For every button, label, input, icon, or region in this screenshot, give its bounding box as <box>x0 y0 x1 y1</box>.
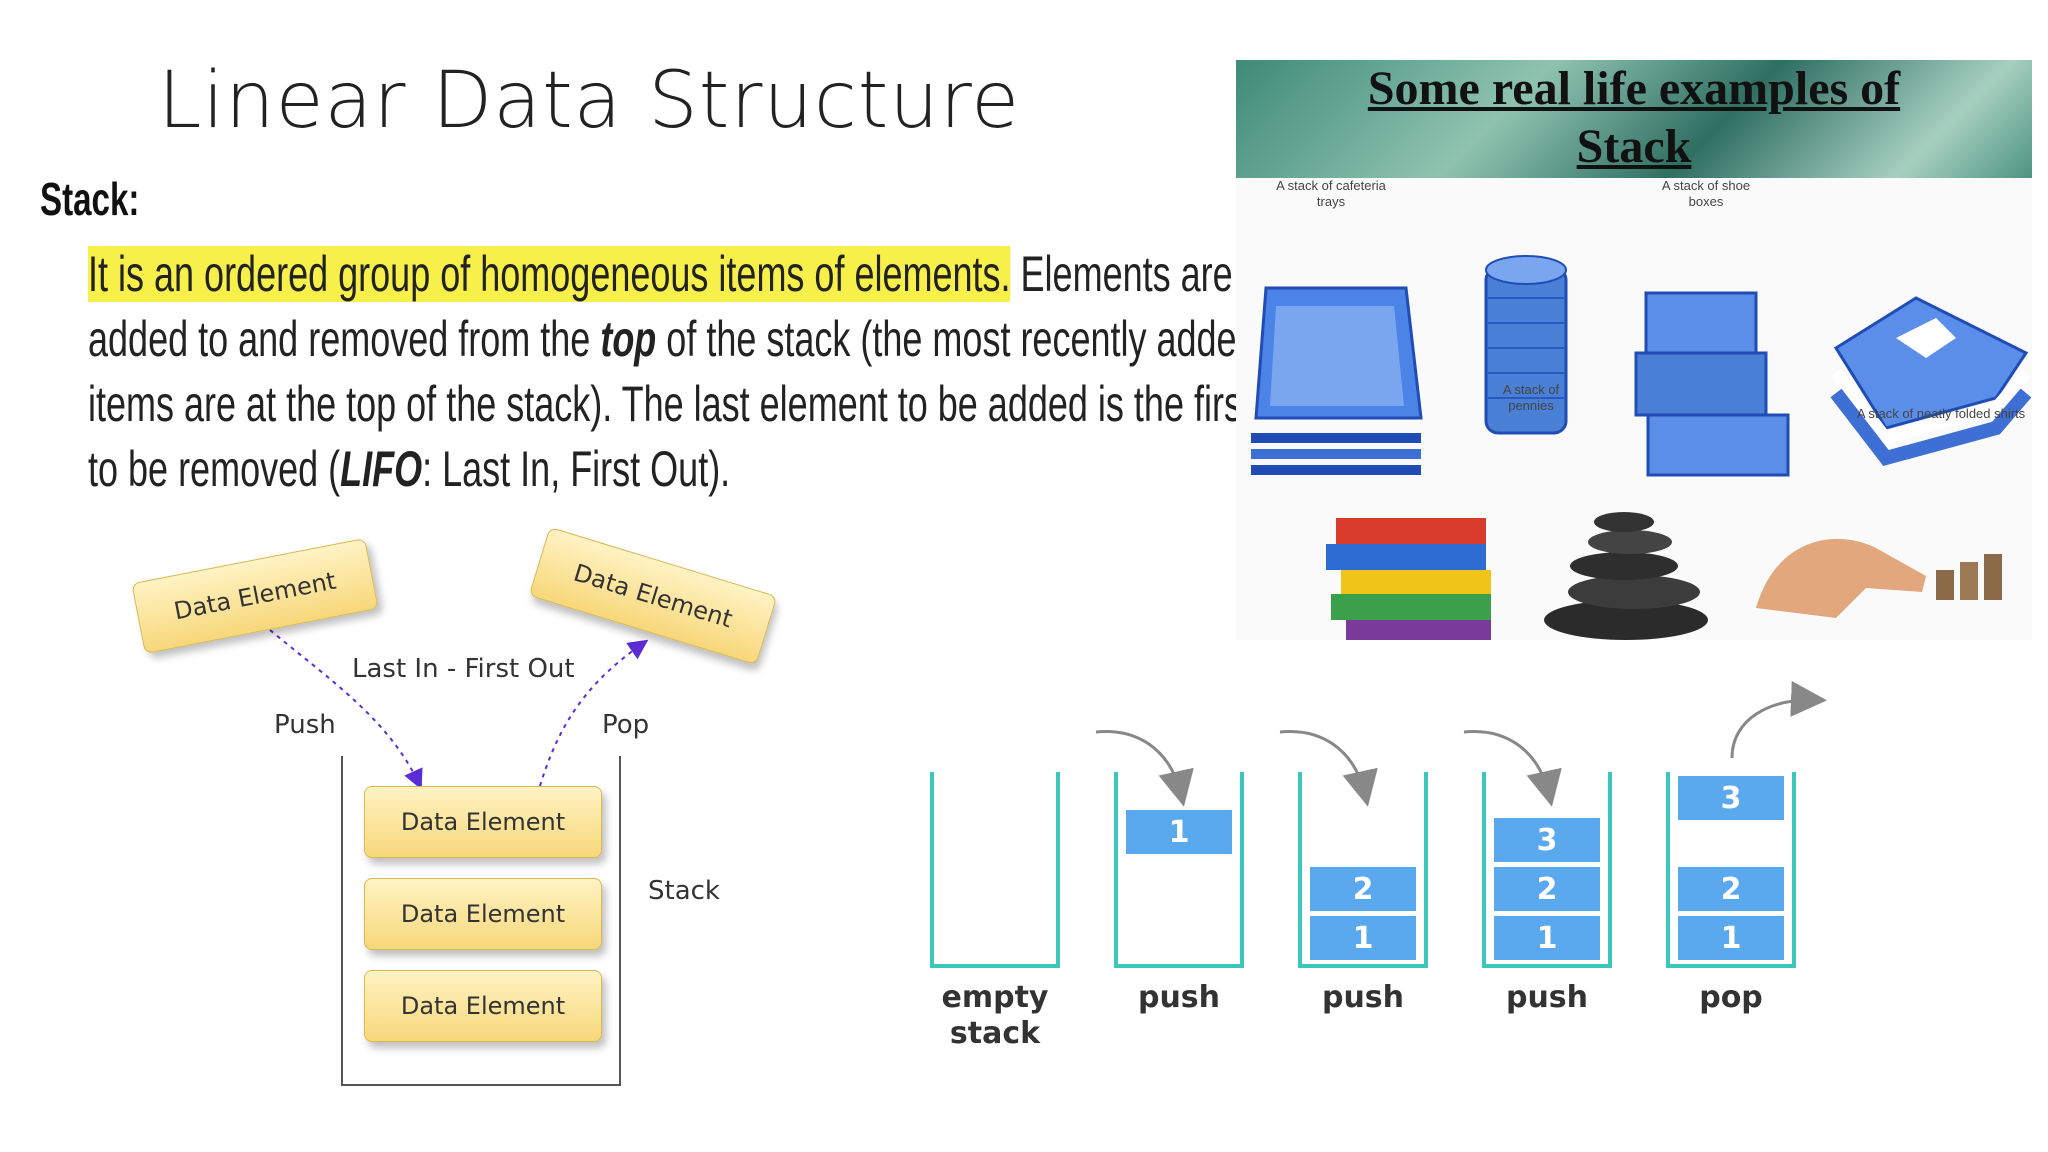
stack-container <box>1114 772 1244 968</box>
shirts-illustration <box>1830 296 2032 466</box>
stack-container <box>1482 772 1612 968</box>
step-label: push <box>1482 980 1612 1016</box>
trays-illustration <box>1251 286 1423 475</box>
lifo-stack-container <box>341 756 621 1086</box>
definition-text-2: of the stack (the most recently added it… <box>88 311 1257 497</box>
step-label: push <box>1298 980 1428 1016</box>
stack-item-label: 1 <box>1537 921 1558 956</box>
stones-photo <box>1544 512 1708 640</box>
push-arrow <box>1095 730 1194 807</box>
definition-text-1: Elements are added to and removed from t… <box>88 246 1233 367</box>
stack-step-4: 1 2 3 <box>1666 680 1827 968</box>
caption-shirts: A stack of neatly folded shirts <box>1856 406 2026 421</box>
definition-bold-lifo: LIFO <box>340 441 423 497</box>
stack-step-0 <box>930 772 1060 968</box>
slide-title: Linear Data Structure <box>158 56 1021 146</box>
lifo-caption: Last In - First Out <box>352 654 575 684</box>
push-label: Push <box>274 710 336 740</box>
stack-container <box>1298 772 1428 968</box>
coins-photo <box>1756 538 2002 618</box>
lifo-lines <box>269 629 649 1086</box>
stack-item <box>1310 867 1416 911</box>
stack-item-label: 2 <box>1537 872 1558 907</box>
definition-text-3: : Last In, First Out). <box>422 441 731 497</box>
stack-definition: It is an ordered group of homogeneous it… <box>88 242 1276 502</box>
stack-step-1: 1 <box>1095 730 1244 968</box>
stack-item <box>1494 916 1600 960</box>
stack-container <box>1666 772 1796 968</box>
stack-step-2: 12 <box>1279 730 1428 968</box>
stack-container <box>930 772 1060 968</box>
stack-step-3: 1 2 3 <box>1463 730 1612 968</box>
examples-title-line1: Some real life examples of <box>1367 62 1901 115</box>
step-label-line1: empty <box>941 980 1049 1015</box>
shoe-boxes-illustration <box>1634 291 1790 477</box>
examples-illustrations <box>1251 255 2032 640</box>
examples-banner <box>1236 60 2032 178</box>
stack-element-top: Data Element <box>364 786 602 858</box>
step-label: pop <box>1666 980 1796 1016</box>
pennies-illustration <box>1484 255 1568 435</box>
stack-item <box>1310 916 1416 960</box>
push-arrow <box>1279 730 1378 807</box>
definition-highlight: It is an ordered group of homogeneous it… <box>88 246 1011 302</box>
step-label-line2: stack <box>949 1016 1041 1051</box>
examples-title-line2: Stack <box>1576 120 1692 173</box>
step-label-line1: push <box>1505 980 1589 1015</box>
stack-heading: Stack: <box>40 173 140 225</box>
push-arrow <box>269 629 423 790</box>
caption-boxes: A stack of shoe boxes <box>1661 178 1751 209</box>
stack-item-label: 1 <box>1169 815 1190 850</box>
step-label-line1: push <box>1321 980 1405 1015</box>
stack-item <box>1126 810 1232 854</box>
stack-item <box>1494 818 1600 862</box>
stack-label: Stack <box>648 876 720 906</box>
step-label-line1: pop <box>1699 980 1763 1015</box>
stack-element-bottom: Data Element <box>364 970 602 1042</box>
pop-arrow <box>1730 680 1827 759</box>
stack-item-label: 1 <box>1721 921 1742 956</box>
stack-item <box>1494 867 1600 911</box>
definition-bold-top: top <box>600 311 657 367</box>
caption-trays: A stack of cafeteria trays <box>1276 178 1386 209</box>
stack-element-middle: Data Element <box>364 878 602 950</box>
pop-label: Pop <box>602 710 650 740</box>
step-label: push <box>1114 980 1244 1016</box>
stack-item <box>1678 867 1784 911</box>
stack-item-label: 1 <box>1353 921 1374 956</box>
stack-item-label: 3 <box>1537 823 1558 858</box>
popped-item-label: 3 <box>1721 781 1742 816</box>
caption-pennies: A stack of pennies <box>1502 382 1560 413</box>
books-photo <box>1326 518 1491 640</box>
push-arrow <box>1463 730 1562 807</box>
step-label-line1: push <box>1137 980 1221 1015</box>
stack-item <box>1678 916 1784 960</box>
stack-item-label: 2 <box>1353 872 1374 907</box>
pop-arrow <box>539 639 649 787</box>
stack-item-label: 2 <box>1721 872 1742 907</box>
popped-item <box>1678 776 1784 820</box>
lifo-diagram: Data Element Data Element Last In - Firs… <box>110 520 810 1100</box>
